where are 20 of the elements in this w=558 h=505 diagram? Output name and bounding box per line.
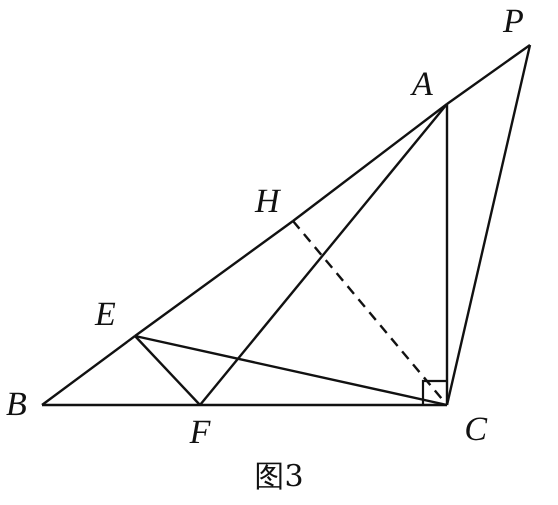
figure-caption: 图3 <box>253 458 305 496</box>
point-label: E <box>95 298 135 336</box>
line-segment <box>134 335 201 406</box>
line-segment <box>446 104 448 405</box>
line-segment <box>199 103 448 406</box>
point-label: B <box>6 386 42 424</box>
point-label: C <box>447 405 487 447</box>
line-segment <box>42 404 200 406</box>
point-label: F <box>184 405 216 450</box>
point-label: P <box>503 5 530 45</box>
line-segment <box>446 44 531 105</box>
line-segment <box>134 220 294 337</box>
line-segment <box>41 335 136 406</box>
line-segment <box>446 44 532 406</box>
point-label: H <box>255 185 293 221</box>
line-segment <box>292 103 448 222</box>
line-segment <box>134 334 448 406</box>
line-segment <box>200 404 447 406</box>
point-label: A <box>412 68 447 104</box>
dashed-line-segment <box>292 220 448 406</box>
